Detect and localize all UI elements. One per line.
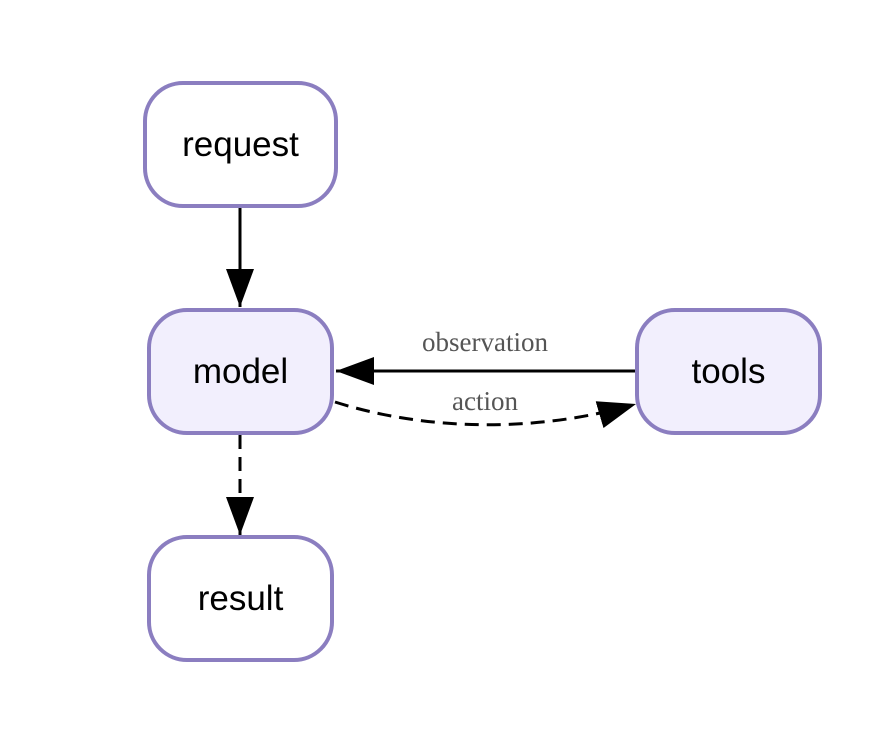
node-tools-label: tools	[692, 352, 766, 391]
edge-action-label: action	[452, 386, 518, 416]
node-result-label: result	[198, 579, 284, 618]
node-result-box	[147, 535, 334, 662]
node-model: model	[147, 308, 334, 435]
node-tools: tools	[635, 308, 822, 435]
node-request-box	[143, 81, 338, 208]
node-result: result	[147, 535, 334, 662]
edge-model-to-tools: action	[334, 386, 637, 429]
node-request-label: request	[182, 125, 299, 164]
edge-observation-label: observation	[422, 327, 548, 357]
node-model-box	[147, 308, 334, 435]
node-tools-box	[635, 308, 822, 435]
edge-action-line	[334, 400, 637, 429]
node-model-label: model	[193, 352, 288, 391]
edge-tools-to-model: observation	[336, 327, 636, 385]
node-request: request	[143, 81, 338, 208]
